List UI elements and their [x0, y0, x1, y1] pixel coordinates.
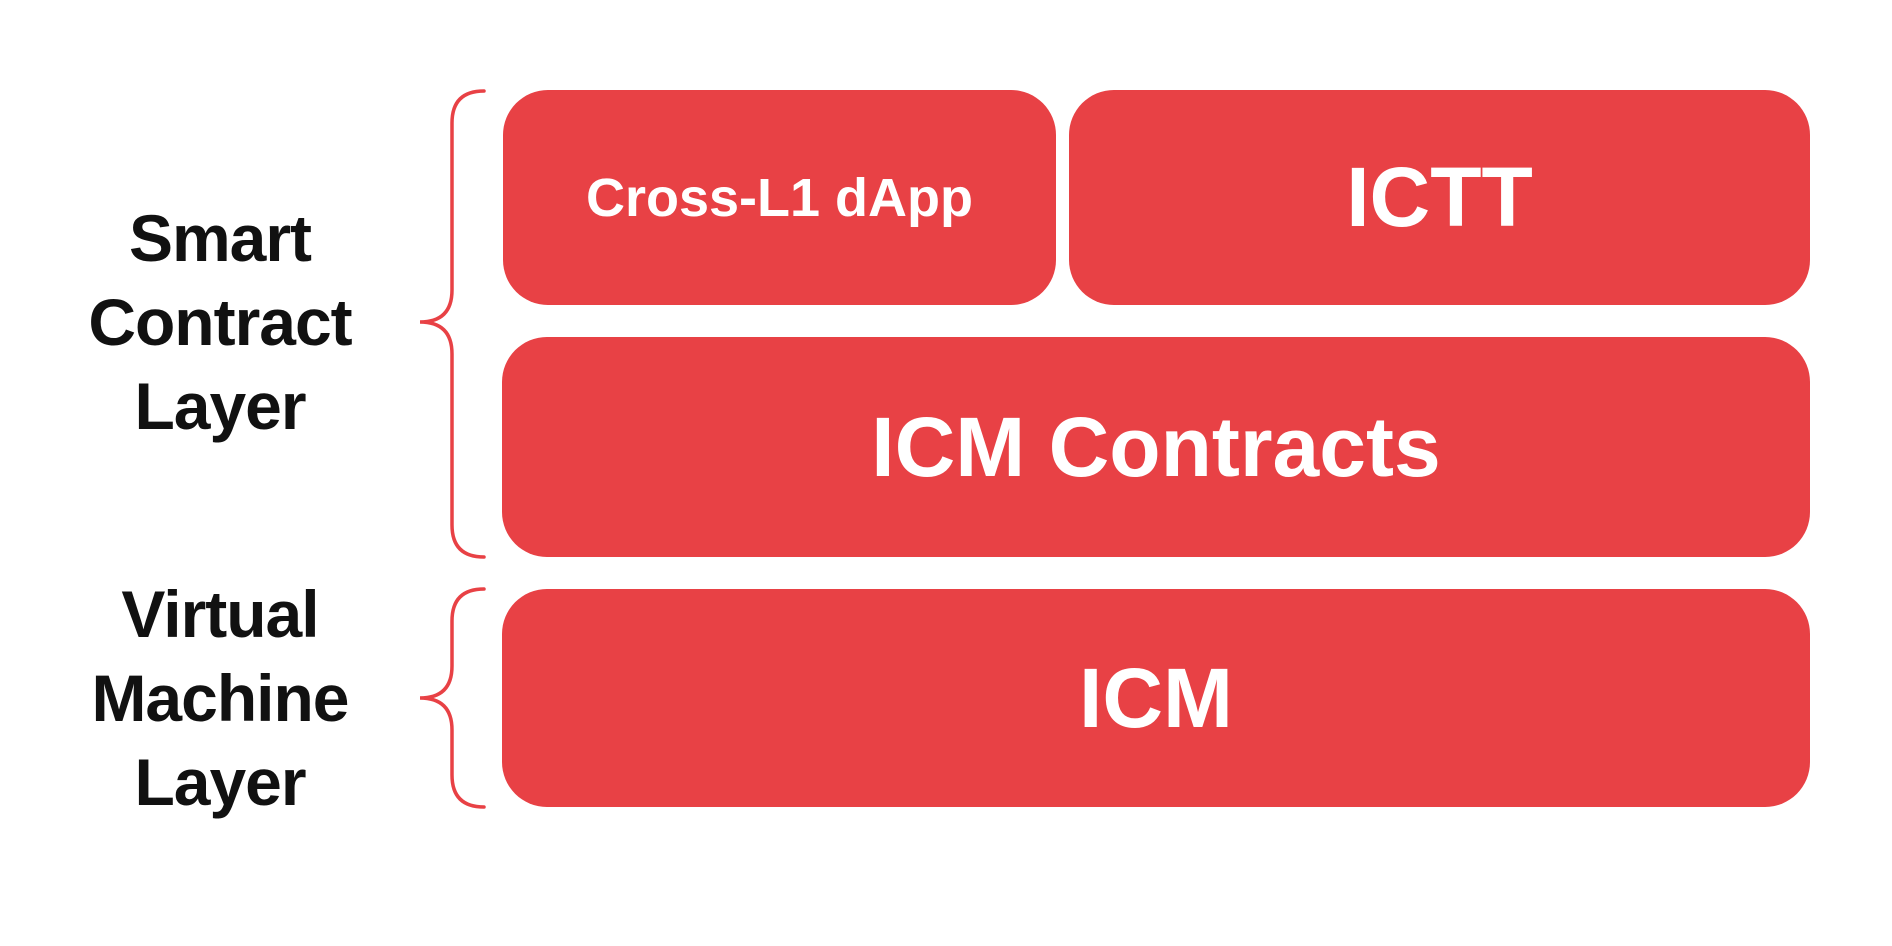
smart-contract-brace-icon — [419, 89, 486, 559]
box-cross-l1-dapp-label: Cross-L1 dApp — [585, 167, 974, 228]
box-ictt-label: ICTT — [1346, 150, 1533, 244]
box-cross-l1-dapp: Cross-L1 dApp — [503, 90, 1056, 305]
smart-contract-layer-label: Smart Contract Layer — [20, 196, 420, 448]
label-line: Virtual — [121, 577, 319, 651]
box-icm-contracts: ICM Contracts — [502, 337, 1810, 557]
box-icm-label: ICM — [1079, 650, 1233, 745]
virtual-machine-brace-icon — [419, 587, 486, 809]
box-icm-contracts-label: ICM Contracts — [871, 399, 1441, 494]
label-line: Layer — [134, 745, 306, 819]
box-ictt: ICTT — [1069, 90, 1810, 305]
label-line: Smart — [128, 201, 312, 275]
label-line: Machine — [91, 661, 349, 735]
virtual-machine-layer-label: Virtual Machine Layer — [20, 572, 420, 824]
label-line: Contract — [88, 285, 352, 359]
label-line: Layer — [134, 369, 306, 443]
box-icm: ICM — [502, 589, 1810, 807]
